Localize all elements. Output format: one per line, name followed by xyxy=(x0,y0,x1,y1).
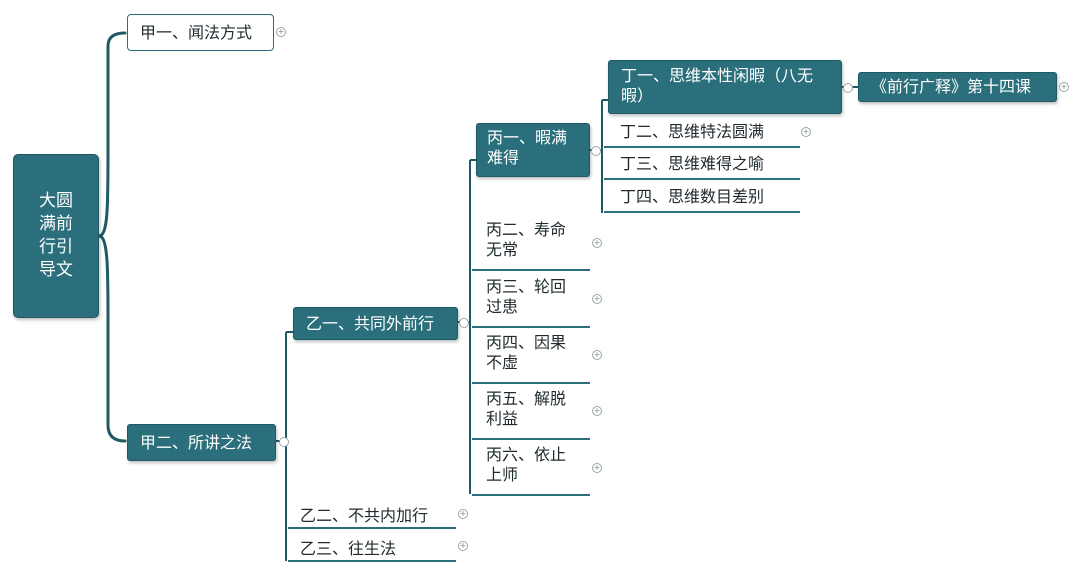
node-bing5[interactable]: 丙五、解脱利益 xyxy=(472,385,590,440)
yi2-label: 乙二、不共内加行 xyxy=(300,506,429,525)
collapse-ding1-icon[interactable] xyxy=(843,83,853,93)
jia1-label: 甲一、闻法方式 xyxy=(140,23,253,42)
expand-bing2-icon[interactable]: + xyxy=(592,238,602,248)
bing4-label: 丙四、因果不虚 xyxy=(486,333,567,372)
expand-note-icon[interactable]: + xyxy=(1059,82,1069,92)
bing2-label: 丙二、寿命无常 xyxy=(486,220,567,259)
expand-yi3-icon[interactable]: + xyxy=(458,541,468,551)
connector-root-jia2 xyxy=(97,234,127,443)
collapse-yi1-icon[interactable] xyxy=(459,318,469,328)
node-ding3[interactable]: 丁三、思维难得之喻 xyxy=(604,150,800,180)
node-bing4[interactable]: 丙四、因果不虚 xyxy=(472,329,590,384)
expand-bing4-icon[interactable]: + xyxy=(592,350,602,360)
note-label: 《前行广释》第十四课 xyxy=(871,77,1032,96)
node-ding1[interactable]: 丁一、思维本性闲暇（八无暇） xyxy=(608,60,842,114)
bing6-label: 丙六、依止上师 xyxy=(486,445,567,484)
expand-yi2-icon[interactable]: + xyxy=(458,509,468,519)
node-bing2[interactable]: 丙二、寿命无常 xyxy=(472,216,590,271)
expand-bing6-icon[interactable]: + xyxy=(592,463,602,473)
node-jia2[interactable]: 甲二、所讲之法 xyxy=(127,424,276,461)
node-bing1[interactable]: 丙一、暇满难得 xyxy=(476,123,590,177)
bing1-label: 丙一、暇满难得 xyxy=(487,128,568,167)
node-bing3[interactable]: 丙三、轮回过患 xyxy=(472,273,590,328)
ding2-label: 丁二、思维特法圆满 xyxy=(620,122,765,141)
node-ding2[interactable]: 丁二、思维特法圆满 xyxy=(604,118,800,148)
collapse-bing1-icon[interactable] xyxy=(591,146,601,156)
ding1-label: 丁一、思维本性闲暇（八无暇） xyxy=(621,66,814,105)
root-node[interactable]: 大圆满前行引导文 xyxy=(13,154,99,318)
expand-bing3-icon[interactable]: + xyxy=(592,294,602,304)
node-yi2[interactable]: 乙二、不共内加行 xyxy=(288,500,456,529)
node-yi1[interactable]: 乙一、共同外前行 xyxy=(293,307,458,340)
ding4-label: 丁四、思维数目差别 xyxy=(620,187,765,206)
node-ding4[interactable]: 丁四、思维数目差别 xyxy=(604,183,800,213)
connector-root-jia1 xyxy=(97,31,127,238)
node-yi3[interactable]: 乙三、往生法 xyxy=(288,533,456,562)
ding3-label: 丁三、思维难得之喻 xyxy=(620,154,765,173)
node-note[interactable]: 《前行广释》第十四课 xyxy=(858,72,1057,102)
collapse-jia2-icon[interactable] xyxy=(279,437,289,447)
expand-bing5-icon[interactable]: + xyxy=(592,406,602,416)
yi3-label: 乙三、往生法 xyxy=(300,539,397,558)
root-label: 大圆满前行引导文 xyxy=(39,191,73,280)
jia2-label: 甲二、所讲之法 xyxy=(140,433,253,452)
bing3-label: 丙三、轮回过患 xyxy=(486,277,567,316)
bing5-label: 丙五、解脱利益 xyxy=(486,389,567,428)
expand-jia1-icon[interactable]: + xyxy=(276,27,286,37)
node-jia1[interactable]: 甲一、闻法方式 xyxy=(127,14,274,51)
node-bing6[interactable]: 丙六、依止上师 xyxy=(472,441,590,496)
yi1-label: 乙一、共同外前行 xyxy=(306,314,435,333)
expand-ding2-icon[interactable]: + xyxy=(801,127,811,137)
